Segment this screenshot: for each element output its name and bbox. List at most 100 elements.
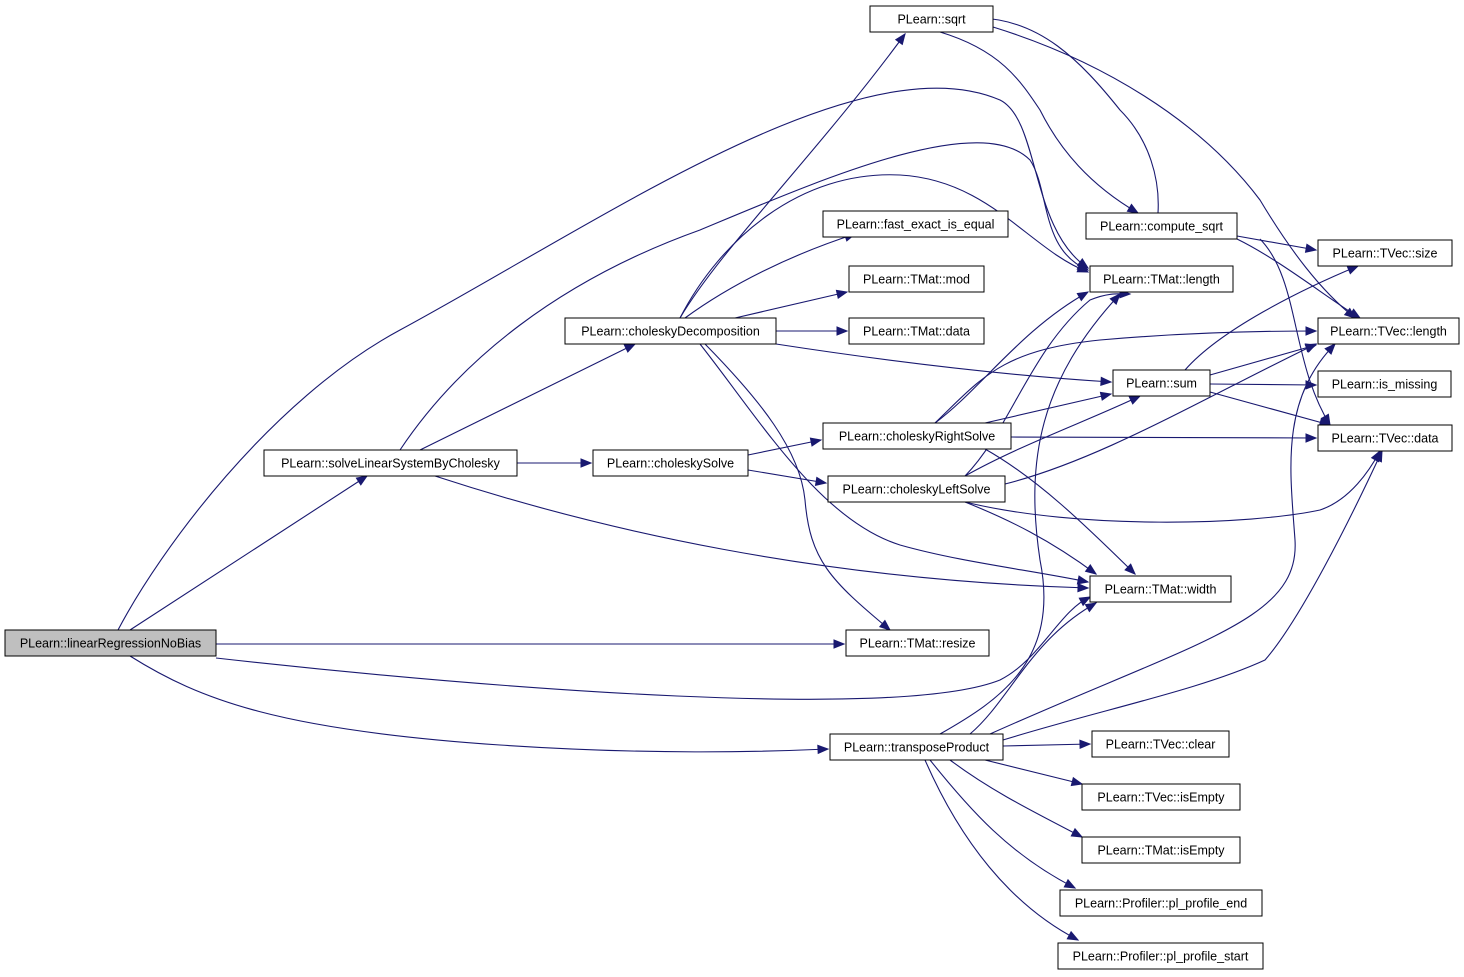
node-label: PLearn::choleskyDecomposition xyxy=(581,325,760,339)
node-fast-exact-is-equal[interactable]: PLearn::fast_exact_is_equal xyxy=(822,210,1009,238)
arrowhead-icon xyxy=(1304,243,1318,253)
node-choleskydecomposition[interactable]: PLearn::choleskyDecomposition xyxy=(564,317,777,345)
arrowhead-icon xyxy=(809,437,823,447)
edge-line xyxy=(924,759,1079,941)
node-label: PLearn::linearRegressionNoBias xyxy=(20,637,201,651)
edge-line xyxy=(989,343,1336,735)
node-tmat-length[interactable]: PLearn::TMat::length xyxy=(1089,265,1234,293)
node-label: PLearn::choleskySolve xyxy=(607,457,734,471)
edge-choleskyDecomposition-to-TMat_resize xyxy=(704,343,892,631)
edge-line xyxy=(684,233,856,319)
arrowhead-icon xyxy=(835,289,849,300)
node-tmat-resize[interactable]: PLearn::TMat::resize xyxy=(845,629,990,657)
node-box xyxy=(1059,889,1263,917)
node-box xyxy=(1089,265,1234,293)
node-tvec-isempty[interactable]: PLearn::TVec::isEmpty xyxy=(1081,783,1241,811)
arrowhead-icon xyxy=(1348,308,1362,319)
node-label: PLearn::solveLinearSystemByCholesky xyxy=(281,457,501,471)
node-choleskyrightsolve[interactable]: PLearn::choleskyRightSolve xyxy=(822,422,1012,450)
edge-line xyxy=(129,475,368,631)
edge-line xyxy=(984,448,1136,575)
node-transposeproduct[interactable]: PLearn::transposeProduct xyxy=(829,733,1004,761)
node-tvec-clear[interactable]: PLearn::TVec::clear xyxy=(1091,730,1230,758)
edge-choleskyDecomposition-to-TMat_width xyxy=(699,343,1090,585)
edge-line xyxy=(1010,436,1317,439)
edge-choleskySolve-to-choleskyLeftSolve xyxy=(747,469,828,486)
node-sum[interactable]: PLearn::sum xyxy=(1112,369,1211,397)
node-label: PLearn::compute_sqrt xyxy=(1100,220,1224,234)
node-tvec-data[interactable]: PLearn::TVec::data xyxy=(1317,424,1453,452)
edge-line xyxy=(399,142,1089,451)
edge-solveLinearSystemByCholesky-to-choleskyDecomposition xyxy=(419,343,637,451)
node-box xyxy=(592,449,749,477)
arrowhead-icon xyxy=(1078,596,1092,607)
node-box xyxy=(564,317,777,345)
arrowhead-icon xyxy=(1126,203,1140,214)
edge-line xyxy=(419,343,636,451)
node-box xyxy=(4,629,217,657)
node-box xyxy=(845,629,990,657)
edge-linearRegressionNoBias-to-transposeProduct xyxy=(129,655,830,755)
node-box xyxy=(1085,212,1238,240)
node-pl-profile-start[interactable]: PLearn::Profiler::pl_profile_start xyxy=(1057,942,1264,970)
node-box xyxy=(1112,369,1211,397)
node-label: PLearn::TVec::clear xyxy=(1106,738,1216,752)
arrowhead-icon xyxy=(580,458,593,468)
node-label: PLearn::TMat::resize xyxy=(859,637,975,651)
node-tvec-length[interactable]: PLearn::TVec::length xyxy=(1317,317,1460,345)
arrowhead-icon xyxy=(1304,343,1318,353)
edge-line xyxy=(939,31,1139,214)
node-label: PLearn::sum xyxy=(1126,377,1197,391)
arrowhead-icon xyxy=(1346,265,1360,275)
edge-transposeProduct-to-pl_profile_start xyxy=(924,759,1080,941)
edge-line xyxy=(699,343,1089,583)
node-solvelinearsystembycholesky[interactable]: PLearn::solveLinearSystemByCholesky xyxy=(263,449,518,477)
node-compute-sqrt[interactable]: PLearn::compute_sqrt xyxy=(1085,212,1238,240)
node-choleskysolve[interactable]: PLearn::choleskySolve xyxy=(592,449,749,477)
edge-line xyxy=(1209,391,1331,426)
edge-choleskyRightSolve-to-sum xyxy=(984,391,1113,424)
edge-transposeProduct-to-TVec_isEmpty xyxy=(984,759,1084,787)
edge-line xyxy=(704,343,891,631)
edge-line xyxy=(747,469,827,484)
node-sqrt[interactable]: PLearn::sqrt xyxy=(869,5,994,33)
edge-line xyxy=(929,759,1076,889)
node-label: PLearn::fast_exact_is_equal xyxy=(837,218,995,232)
edge-transposeProduct-to-TVec_length xyxy=(989,343,1336,735)
edge-line xyxy=(949,759,1083,838)
edge-line xyxy=(679,174,1089,319)
node-label: PLearn::TVec::size xyxy=(1333,247,1438,261)
edge-linearRegressionNoBias-to-TMat_width xyxy=(215,596,1092,700)
node-tvec-size[interactable]: PLearn::TVec::size xyxy=(1317,239,1453,267)
edge-compute_sqrt-to-sqrt xyxy=(978,13,1159,214)
node-tmat-mod[interactable]: PLearn::TMat::mod xyxy=(848,265,985,293)
arrowhead-icon xyxy=(1099,391,1113,401)
node-tmat-width[interactable]: PLearn::TMat::width xyxy=(1089,575,1232,603)
edge-line xyxy=(1236,238,1361,319)
node-tmat-isempty[interactable]: PLearn::TMat::isEmpty xyxy=(1081,836,1241,864)
arrowhead-icon xyxy=(1084,564,1098,575)
node-box xyxy=(1317,370,1452,398)
edge-choleskyDecomposition-to-TMat_mod xyxy=(734,289,849,319)
edge-line xyxy=(747,439,822,456)
node-tmat-data[interactable]: PLearn::TMat::data xyxy=(848,317,985,345)
arrowhead-icon xyxy=(1070,827,1084,838)
edge-transposeProduct-to-TVec_data xyxy=(1002,449,1383,741)
node-choleskyleftsolve[interactable]: PLearn::choleskyLeftSolve xyxy=(827,475,1006,503)
node-pl-profile-end[interactable]: PLearn::Profiler::pl_profile_end xyxy=(1059,889,1263,917)
edge-sum-to-TVec_size xyxy=(1184,265,1360,371)
edge-line xyxy=(129,655,829,753)
node-linearregressionnobias[interactable]: PLearn::linearRegressionNoBias xyxy=(4,629,217,657)
node-is-missing[interactable]: PLearn::is_missing xyxy=(1317,370,1452,398)
edge-line xyxy=(934,330,1317,424)
edge-choleskySolve-to-choleskyRightSolve xyxy=(747,437,823,456)
node-box xyxy=(1317,317,1460,345)
node-box xyxy=(1091,730,1230,758)
edge-choleskyLeftSolve-to-TVec_length xyxy=(1004,343,1318,485)
node-label: PLearn::TMat::mod xyxy=(863,273,970,287)
arrowhead-icon xyxy=(1079,739,1092,749)
edge-choleskyDecomposition-to-TMat_data xyxy=(776,326,849,336)
node-box xyxy=(848,265,985,293)
edge-line xyxy=(992,26,1356,319)
edge-linearRegressionNoBias-to-solveLinearSystemByCholesky xyxy=(129,475,369,631)
